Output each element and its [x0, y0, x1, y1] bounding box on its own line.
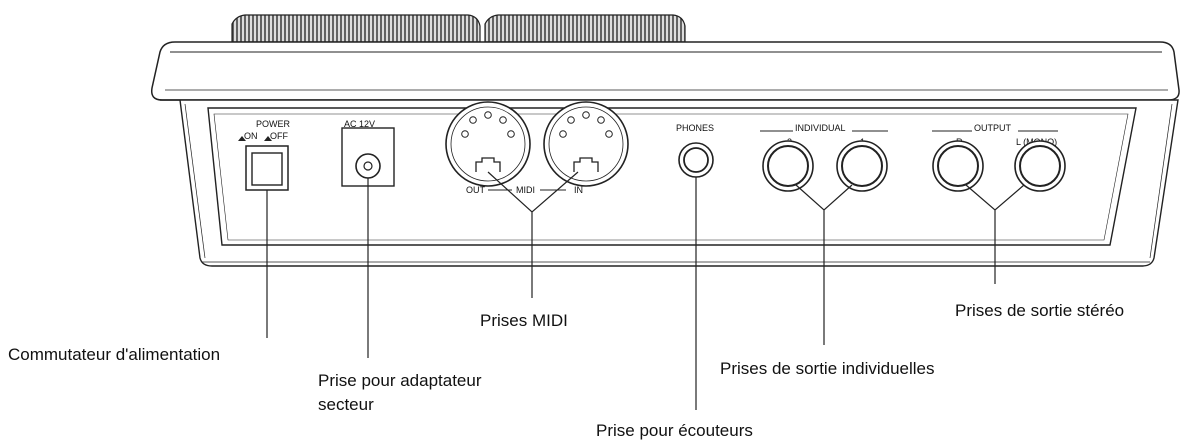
- midi-out-label: OUT: [466, 185, 486, 195]
- callout-stereo-outputs: Prises de sortie stéréo: [955, 301, 1124, 320]
- midi-in-label: IN: [574, 185, 583, 195]
- ac-label: AC 12V: [344, 119, 375, 129]
- output-label: OUTPUT: [974, 123, 1012, 133]
- individual-output-1-jack[interactable]: [836, 140, 888, 192]
- midi-in-jack[interactable]: [543, 101, 629, 187]
- callout-adapter-line2: secteur: [318, 395, 374, 414]
- power-on-label: ON: [244, 131, 258, 141]
- callout-individual-outputs: Prises de sortie individuelles: [720, 359, 935, 378]
- left-dial: [231, 14, 481, 43]
- power-on-arrow-icon: [238, 136, 246, 141]
- individual-output-2-jack[interactable]: [762, 140, 814, 192]
- power-off-label: OFF: [270, 131, 288, 141]
- ac-adapter-socket[interactable]: [355, 153, 381, 179]
- phones-label: PHONES: [676, 123, 714, 133]
- callout-headphones: Prise pour écouteurs: [596, 421, 753, 440]
- midi-label: MIDI: [516, 185, 535, 195]
- callout-midi-jacks: Prises MIDI: [480, 311, 568, 330]
- callout-power-switch: Commutateur d'alimentation: [8, 345, 220, 364]
- power-off-arrow-icon: [264, 136, 272, 141]
- midi-out-jack[interactable]: [445, 101, 531, 187]
- rear-panel-face: [207, 107, 1137, 246]
- leader-midi-jacks: [487, 171, 579, 298]
- right-dial: [484, 14, 686, 43]
- callout-adapter-line1: Prise pour adaptateur: [318, 371, 482, 390]
- output-l-mono-jack[interactable]: [1014, 140, 1066, 192]
- leader-stereo-outputs: [965, 184, 1025, 284]
- power-label: POWER: [256, 119, 291, 129]
- output-r-jack[interactable]: [932, 140, 984, 192]
- device-top-shell: [150, 41, 1180, 101]
- leader-individual-outputs: [795, 184, 853, 345]
- individual-label: INDIVIDUAL: [795, 123, 846, 133]
